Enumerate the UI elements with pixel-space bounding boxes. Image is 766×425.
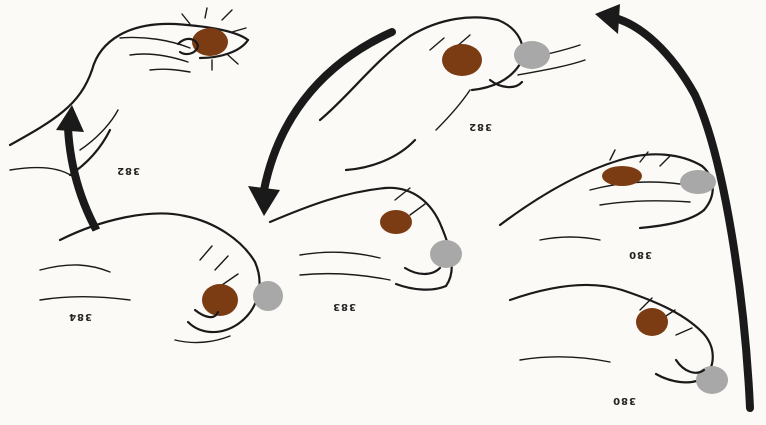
coin-dark <box>380 210 412 234</box>
coin-ghost <box>430 240 462 268</box>
coin-dark <box>602 166 642 186</box>
coin-dark <box>636 308 668 336</box>
coin-dark <box>202 284 238 316</box>
caption-top-left: 382 <box>116 165 140 176</box>
caption-bottom-left: 384 <box>68 311 92 322</box>
coin-ghost <box>253 281 283 311</box>
coin-ghost <box>514 41 550 69</box>
caption-bottom-middle: 383 <box>332 301 356 312</box>
coin-ghost <box>696 366 728 394</box>
coin-ghost <box>680 170 716 194</box>
caption-top-right: 380 <box>628 249 652 260</box>
coin-dark <box>442 44 482 76</box>
caption-bottom-right: 380 <box>612 395 636 406</box>
caption-top-middle: 382 <box>468 121 492 132</box>
